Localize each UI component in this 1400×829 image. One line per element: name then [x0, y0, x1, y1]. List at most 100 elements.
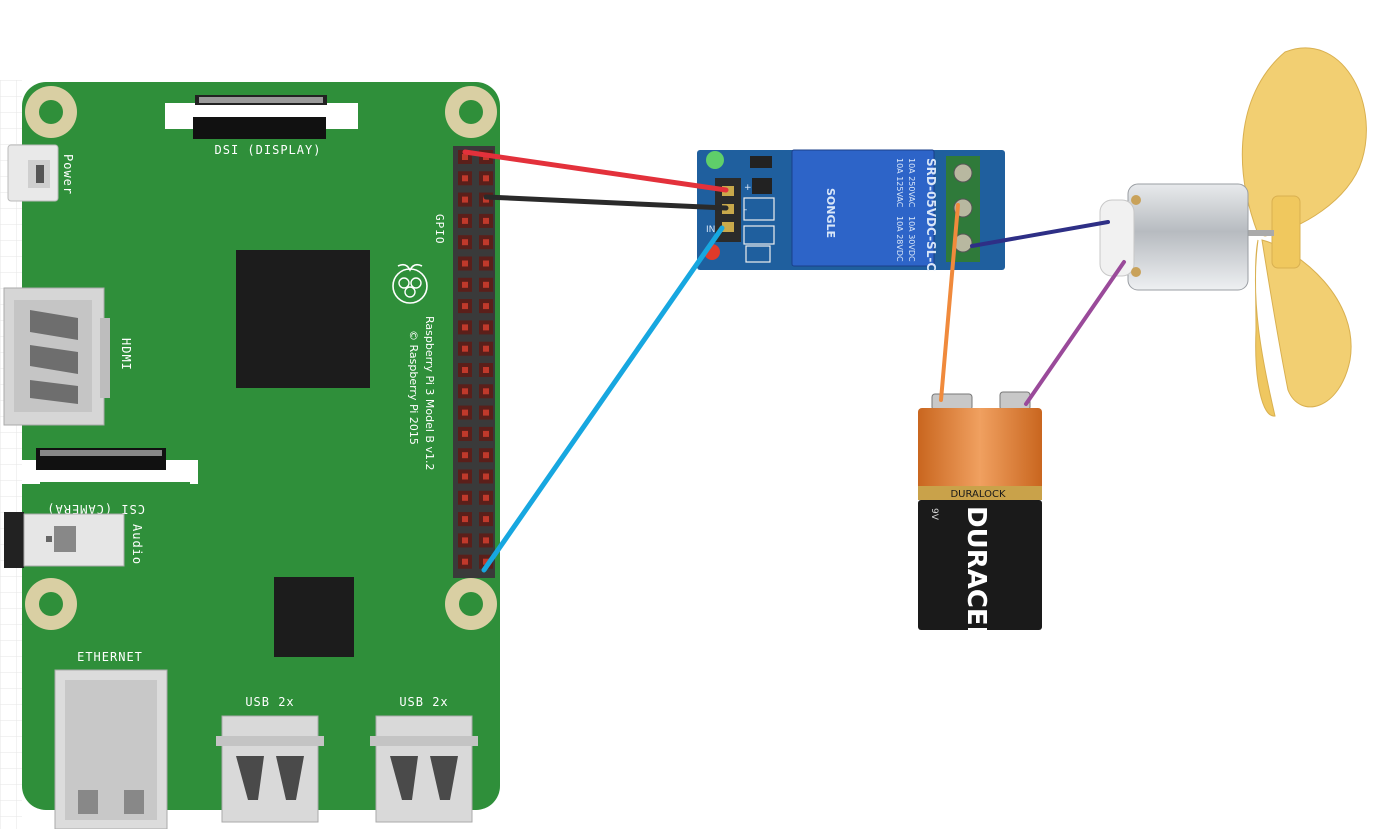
- relay-screw-terminal: [946, 156, 980, 262]
- relay-body: [791, 149, 935, 267]
- csi-label: CSI (CAMERA): [46, 502, 145, 516]
- gpio-pin-contact: [462, 196, 468, 203]
- relay-rating-4: 10A 28VDC: [895, 216, 904, 262]
- gpio-pin-contact: [483, 473, 489, 480]
- gpio-pin-contact: [462, 388, 468, 395]
- gpio-pin-contact: [483, 260, 489, 267]
- dc-motor-fan: [1099, 47, 1367, 417]
- gpio-pin-contact: [483, 175, 489, 182]
- gpio-pin-contact: [462, 430, 468, 437]
- hdmi-label: HDMI: [119, 338, 133, 371]
- mounting-hole: [25, 86, 77, 138]
- board-model-text: Raspberry Pi 3 Model B v1.2: [423, 316, 436, 470]
- dsi-connector: [165, 95, 358, 139]
- relay-module: + - IN SRD-05VDC-SL-C 10A 250VAC 10A 30V…: [697, 149, 1005, 271]
- gpio-header: [453, 146, 495, 578]
- gpio-pin-contact: [483, 281, 489, 288]
- gpio-pin-contact: [462, 154, 468, 160]
- battery-top: [918, 408, 1042, 490]
- mounting-hole: [25, 578, 77, 630]
- gpio-pin-contact: [462, 537, 468, 544]
- fan-blade-icon: [1241, 47, 1367, 237]
- gpio-pin-contact: [462, 281, 468, 288]
- gpio-pin-contact: [462, 409, 468, 416]
- gpio-pin-contact: [462, 324, 468, 331]
- gpio-pin-contact: [483, 409, 489, 416]
- audio-label: Audio: [130, 524, 144, 565]
- gpio-pin-contact: [483, 217, 489, 224]
- csi-connector: [22, 448, 198, 492]
- gpio-pin-contact: [462, 367, 468, 373]
- navy-wire: [970, 220, 1110, 248]
- board-copyright-text: © Raspberry Pi 2015: [407, 330, 420, 445]
- battery-body: [918, 500, 1042, 630]
- gpio-pin-contact: [462, 260, 468, 267]
- gpio-pin-contact: [483, 452, 489, 459]
- ethernet-port[interactable]: [54, 669, 168, 829]
- hdmi-connector[interactable]: [3, 287, 110, 426]
- raspberry-pi-board: DSI (DISPLAY) Power HDMI Raspberry Pi 3 …: [3, 82, 500, 829]
- battery-brand-text: DURACELL: [961, 506, 991, 659]
- gpio-pin-contact: [483, 324, 489, 331]
- gpio-pin-contact: [483, 537, 489, 544]
- gpio-pin-contact: [483, 239, 489, 246]
- relay-rating-2: 10A 30VDC: [907, 216, 916, 262]
- gpio-pin-contact: [462, 239, 468, 246]
- audio-jack[interactable]: [4, 512, 125, 568]
- usb-left-label: USB 2x: [245, 695, 294, 709]
- relay-brand-text: SONGLE: [824, 188, 837, 238]
- gpio-pin-contact: [462, 345, 468, 352]
- relay-pin-in-label: IN: [706, 225, 715, 235]
- motor-body: [1127, 183, 1249, 291]
- battery-terminal-positive: [999, 391, 1031, 411]
- battery-9v: DURALOCK DURACELL 9V: [918, 391, 1042, 659]
- gpio-pin-contact: [483, 388, 489, 395]
- gpio-pin-contact: [462, 303, 468, 310]
- gpio-pin-contact: [483, 558, 489, 565]
- motor-endcap: [1099, 199, 1135, 277]
- relay-model-text: SRD-05VDC-SL-C: [924, 158, 938, 271]
- gpio-pin-contact: [483, 494, 489, 501]
- power-label: Power: [61, 154, 75, 195]
- gpio-pin-contact: [483, 516, 489, 523]
- usb-right-label: USB 2x: [399, 695, 448, 709]
- relay-pin-plus-label: +: [744, 183, 752, 193]
- gpio-pin-contact: [462, 494, 468, 501]
- blue-wire: [481, 225, 725, 573]
- power-led-icon: [706, 151, 724, 169]
- soc-chip: [236, 250, 370, 388]
- battery-band: [918, 486, 1042, 500]
- battery-terminal-negative: [931, 393, 973, 411]
- gpio-pin-contact: [483, 196, 489, 203]
- relay-rating-3: 10A 125VAC: [895, 158, 904, 208]
- ethernet-label: ETHERNET: [77, 650, 143, 664]
- usb-port-right[interactable]: [370, 715, 478, 823]
- battery-voltage-text: 9V: [929, 508, 939, 521]
- usb-port-left[interactable]: [216, 715, 324, 823]
- gpio-pin-contact: [483, 303, 489, 310]
- power-connector[interactable]: [7, 144, 59, 202]
- mounting-hole: [445, 578, 497, 630]
- relay-rating-1: 10A 250VAC: [907, 158, 916, 208]
- fan-blade-icon: [1254, 239, 1276, 417]
- gpio-pin-contact: [462, 558, 468, 565]
- gpio-pin-contact: [483, 345, 489, 352]
- purple-wire: [1024, 260, 1126, 406]
- mounting-hole: [445, 86, 497, 138]
- gpio-pin-contact: [462, 473, 468, 480]
- lan-chip: [274, 577, 354, 657]
- gpio-pin-contact: [462, 175, 468, 182]
- fan-blade-icon: [1261, 239, 1352, 408]
- dsi-label: DSI (DISPLAY): [215, 143, 322, 157]
- gpio-label: GPIO: [433, 214, 446, 245]
- gpio-pin-contact: [462, 452, 468, 459]
- gpio-pin-contact: [462, 516, 468, 523]
- gpio-pin-contact: [483, 367, 489, 373]
- battery-series-text: DURALOCK: [950, 489, 1005, 500]
- pcb: [22, 82, 500, 810]
- raspberry-logo-icon: [392, 263, 428, 304]
- background-grid: [0, 80, 22, 829]
- orange-wire: [939, 203, 960, 402]
- relay-pin-minus-label: -: [744, 205, 747, 215]
